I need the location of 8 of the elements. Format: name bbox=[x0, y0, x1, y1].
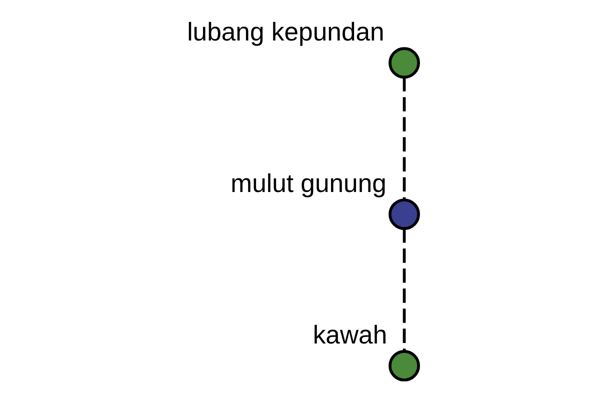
node-circle bbox=[388, 198, 420, 230]
node-label: lubang kepundan bbox=[187, 18, 384, 47]
node-circle bbox=[388, 350, 420, 382]
node-label: kawah bbox=[312, 321, 388, 350]
node-circle bbox=[388, 47, 420, 79]
connector bbox=[402, 77, 406, 200]
connector bbox=[402, 228, 406, 352]
node-label: mulut gunung bbox=[230, 170, 386, 198]
